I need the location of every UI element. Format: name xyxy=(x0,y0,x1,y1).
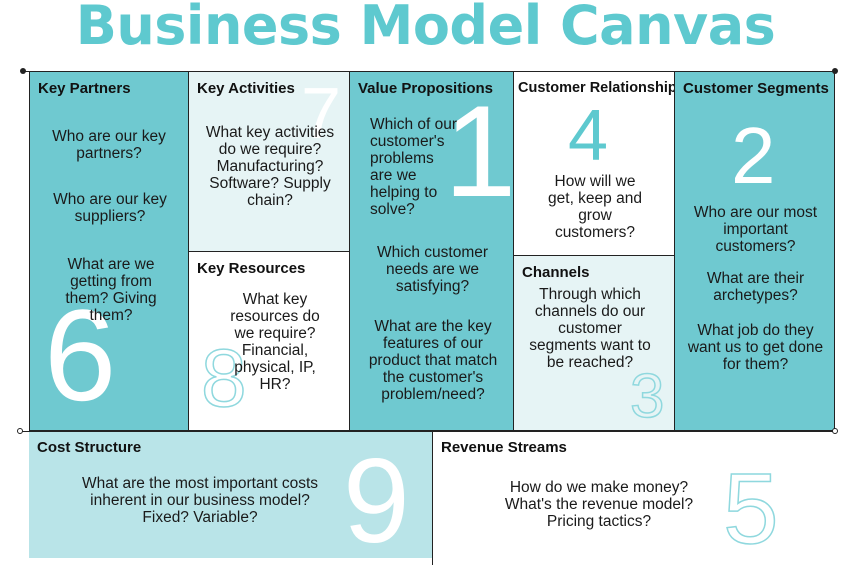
channels-heading: Channels xyxy=(522,264,590,281)
cost-structure-heading: Cost Structure xyxy=(37,439,142,456)
key-partners-question: Who are our key partners? xyxy=(52,128,166,162)
customer-segments-question: What are their archetypes? xyxy=(706,270,805,304)
value-propositions-heading: Value Propositions xyxy=(358,80,494,97)
customer-relationships-heading: Customer Relationships xyxy=(518,80,675,96)
customer-relationships-number: 4 xyxy=(568,96,609,176)
customer-segments-question: Who are our most important customers? xyxy=(693,204,818,255)
page-title: Business Model Canvas xyxy=(75,0,776,57)
key-partners-question: Who are our key suppliers? xyxy=(53,191,167,225)
middle-border-line xyxy=(22,431,836,432)
channels-block: Channels 3 Through which channels do our… xyxy=(513,255,675,431)
key-partners-question: What are we getting from them? Giving th… xyxy=(65,256,157,324)
customer-segments-block: Customer Segments 2 Who are our most imp… xyxy=(674,71,835,431)
bottom-divider-line xyxy=(432,431,433,565)
key-activities-block: Key Activities 7 What key activities do … xyxy=(188,71,350,252)
customer-segments-question: What job do they want us to get done for… xyxy=(687,322,824,373)
revenue-streams-question: How do we make money? What's the revenue… xyxy=(504,479,694,530)
revenue-streams-heading: Revenue Streams xyxy=(441,439,567,456)
cost-structure-number: 9 xyxy=(343,434,410,558)
key-activities-heading: Key Activities xyxy=(197,80,295,97)
cost-structure-question: What are the most important costs inhere… xyxy=(81,475,319,526)
key-partners-block: Key Partners 6 Who are our key partners?… xyxy=(29,71,189,431)
key-partners-number: 6 xyxy=(44,282,117,428)
customer-segments-heading: Customer Segments xyxy=(683,80,829,97)
value-propositions-question: What are the key features of our product… xyxy=(368,318,498,403)
value-propositions-block: Value Propositions 1 Which of our custom… xyxy=(349,71,514,431)
key-resources-block: Key Resources 8 What key resources do we… xyxy=(188,251,350,431)
key-activities-number: 7 xyxy=(301,74,342,154)
value-propositions-number: 1 xyxy=(444,78,514,224)
key-resources-number: 8 xyxy=(200,333,247,424)
channels-question: Through which channels do our customer s… xyxy=(529,286,651,371)
revenue-streams-block: Revenue Streams 5 How do we make money? … xyxy=(433,431,835,558)
top-border-line xyxy=(24,71,836,72)
value-propositions-question: Which customer needs are we satisfying? xyxy=(376,244,489,295)
customer-relationships-question: How will we get, keep and grow customers… xyxy=(548,173,642,241)
key-resources-heading: Key Resources xyxy=(197,260,306,277)
cost-structure-block: Cost Structure 9 What are the most impor… xyxy=(29,431,432,558)
customer-relationships-block: Customer Relationships 4 How will we get… xyxy=(513,71,675,256)
revenue-streams-number: 5 xyxy=(722,453,779,558)
key-resources-question: What key resources do we require? Financ… xyxy=(230,291,320,393)
channels-number: 3 xyxy=(629,362,665,431)
corner-dot xyxy=(832,68,838,74)
corner-dot xyxy=(20,68,26,74)
corner-dot xyxy=(832,428,838,434)
customer-segments-number: 2 xyxy=(731,111,776,200)
corner-dot xyxy=(17,428,23,434)
value-propositions-question: Which of our customer's problems are we … xyxy=(370,116,458,218)
key-activities-question: What key activities do we require? Manuf… xyxy=(205,124,335,209)
key-partners-heading: Key Partners xyxy=(38,80,131,97)
